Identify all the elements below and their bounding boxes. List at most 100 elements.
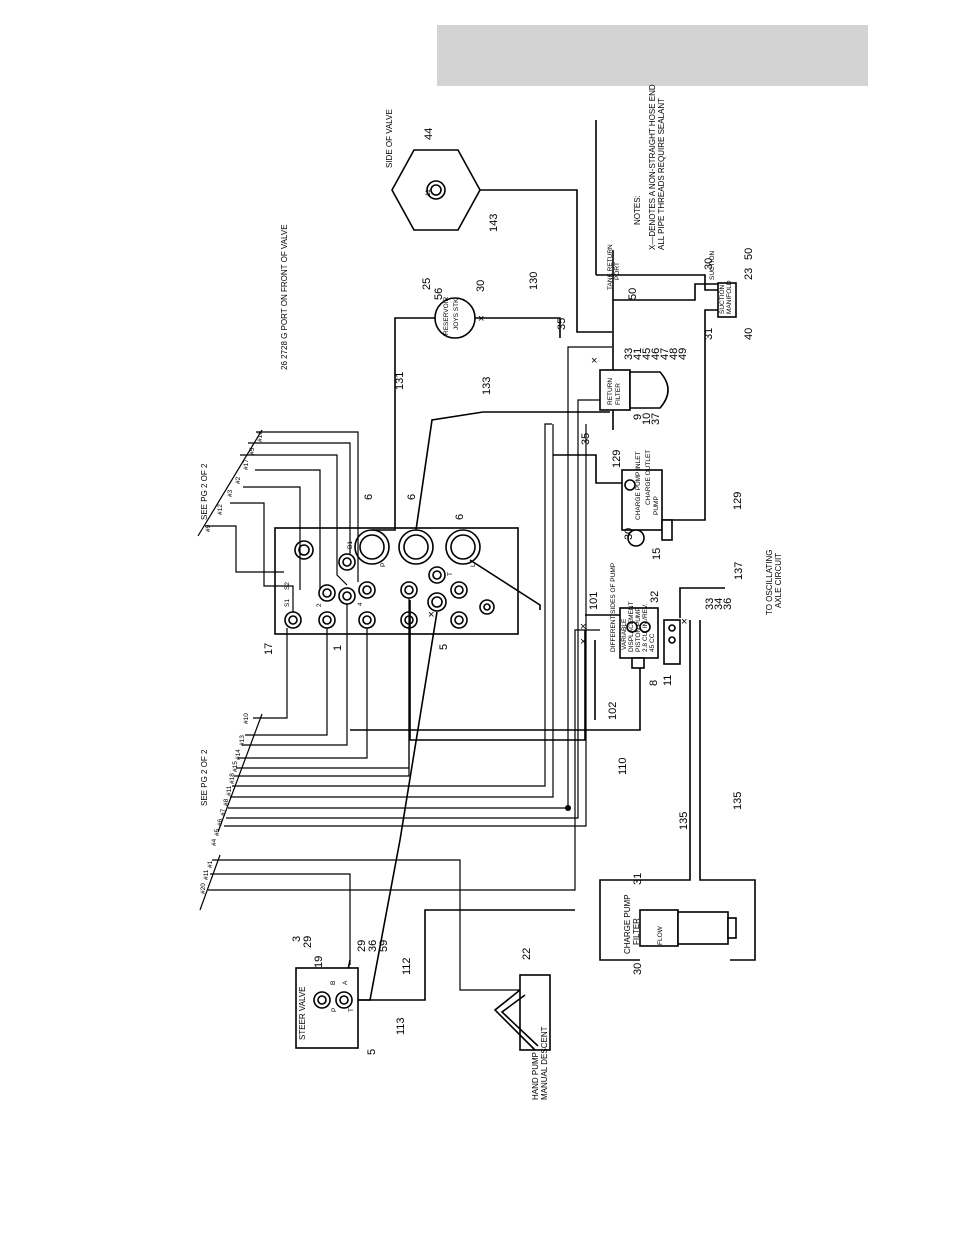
tag-5b: #5 (214, 828, 221, 836)
notes-2: ALL PIPE THREADS REQUIRE SEALANT (657, 98, 666, 250)
num-36b: 36 (722, 598, 734, 610)
notes-1: X—DENOTES A NON-STRAIGHT HOSE END (648, 84, 657, 250)
harness-top (197, 429, 359, 612)
num-49: 49 (677, 348, 689, 360)
tag-16: #16 (257, 431, 264, 442)
num-50b: 50 (743, 248, 755, 260)
see-pg-top: SEE PG 2 OF 2 (200, 463, 209, 520)
tag-4: #4 (211, 838, 218, 846)
num-35b: 35 (580, 433, 592, 445)
num-33: 33 (623, 348, 635, 360)
num-131: 131 (394, 372, 406, 390)
num-32: 32 (649, 591, 661, 603)
junction-dot (565, 805, 571, 811)
tag-1: #1 (207, 860, 214, 868)
charge-pump-filter-2: FILTER (632, 918, 641, 945)
port-label-s1: S1 (284, 599, 291, 607)
port-label-2: 2 (316, 603, 323, 607)
flow-label: FLOW (657, 925, 664, 945)
num-135a: 135 (678, 812, 690, 830)
num-11-hex: 11 (425, 189, 432, 196)
num-22: 22 (521, 948, 533, 960)
num-36a: 36 (367, 940, 379, 952)
num-110: 110 (617, 757, 629, 775)
num-19: 19 (313, 956, 325, 968)
see-pg-bottom: SEE PG 2 OF 2 (200, 749, 209, 806)
num-6a: 6 (363, 494, 375, 500)
num-101: 101 (588, 592, 600, 610)
tank-return-1: TANK RETURN (607, 244, 614, 290)
return-filter-text-1: RETURN (607, 378, 614, 405)
num-25: 25 (421, 278, 433, 290)
charge-pump-filter-1: CHARGE PUMP (623, 894, 632, 954)
tag-14: #14 (235, 749, 242, 760)
tag-11b: #11 (203, 869, 210, 880)
pump-text-5: 45 CC (649, 633, 656, 652)
charge-pump-text-3: PUMP (653, 496, 660, 515)
num-17: 17 (263, 643, 275, 655)
num-5a: 5 (438, 644, 450, 650)
steer-valve (295, 967, 359, 1049)
port-p-steer: P (331, 1008, 338, 1012)
to-oscillating-1: TO OSCILLATING (765, 550, 774, 616)
charge-pump-text-1: CHARGE PUMP INLET (635, 451, 642, 520)
suction-label: SUCTION (709, 250, 716, 280)
num-129b: 129 (732, 492, 744, 510)
num-129a: 129 (611, 450, 623, 468)
harness-mid (217, 346, 620, 833)
pump-text-4: 2.8 CU. IN./REV. (642, 603, 649, 652)
header-box (437, 25, 868, 86)
num-5b: 5 (366, 1049, 378, 1055)
num-143: 143 (488, 214, 500, 232)
num-3: 3 (291, 936, 303, 942)
tag-20: #20 (200, 883, 207, 894)
charge-pump-filter (639, 909, 679, 947)
port-t-steer: T (348, 1008, 355, 1012)
num-40: 40 (743, 328, 755, 340)
reservoir-text-1: RESERVOIR (443, 297, 450, 335)
hand-pump-text-1: HAND PUMP (531, 1052, 540, 1100)
tag-5: #5 (249, 447, 256, 455)
hand-pump (493, 974, 551, 1051)
pump-text-1: VARIABLE (621, 618, 628, 650)
reservoir-text-2: JOYS STK (453, 298, 460, 330)
tag-18: #18 (229, 773, 236, 784)
manifold-small-ports (284, 553, 495, 629)
pump-text-3: PISTON PUMP (635, 607, 642, 652)
num-23: 23 (743, 268, 755, 280)
svg-text:×: × (580, 636, 586, 648)
num-31a: 31 (703, 328, 715, 340)
hand-pump-text-2: MANUAL DESCENT (540, 1026, 549, 1100)
suction-manifold (717, 282, 737, 318)
num-29b: 29 (356, 940, 368, 952)
tag-2: #2 (235, 476, 242, 484)
num-30b: 30 (703, 258, 715, 270)
port-label-t: T (447, 572, 454, 576)
num-9: 9 (632, 414, 644, 420)
notes-title: NOTES: (633, 195, 642, 225)
tag-3: #3 (227, 489, 234, 497)
num-50a: 50 (627, 288, 639, 300)
port-label-4: 4 (357, 602, 364, 606)
num-135b: 135 (732, 792, 744, 810)
tag-9: #9 (205, 524, 212, 532)
num-48: 48 (668, 348, 680, 360)
num-11b: 11 (662, 675, 674, 686)
tag-11: #11 (226, 785, 233, 796)
pump-text-2: DISPLACEMENT (628, 601, 635, 652)
num-102: 102 (607, 702, 619, 720)
num-30c: 30 (623, 528, 635, 540)
num-29a: 29 (302, 936, 314, 948)
num-133: 133 (481, 377, 493, 395)
num-130: 130 (528, 272, 540, 290)
to-oscillating-2: AXLE CIRCUIT (774, 553, 783, 608)
tag-12: #12 (217, 504, 224, 515)
tag-6: #6 (217, 818, 224, 826)
tag-13: #13 (239, 735, 246, 746)
num-15: 15 (651, 548, 663, 560)
tag-10: #10 (243, 713, 250, 724)
tag-15: #15 (232, 761, 239, 772)
num-113: 113 (395, 1017, 407, 1035)
port-l: L (470, 563, 477, 567)
svg-text:×: × (681, 616, 687, 628)
